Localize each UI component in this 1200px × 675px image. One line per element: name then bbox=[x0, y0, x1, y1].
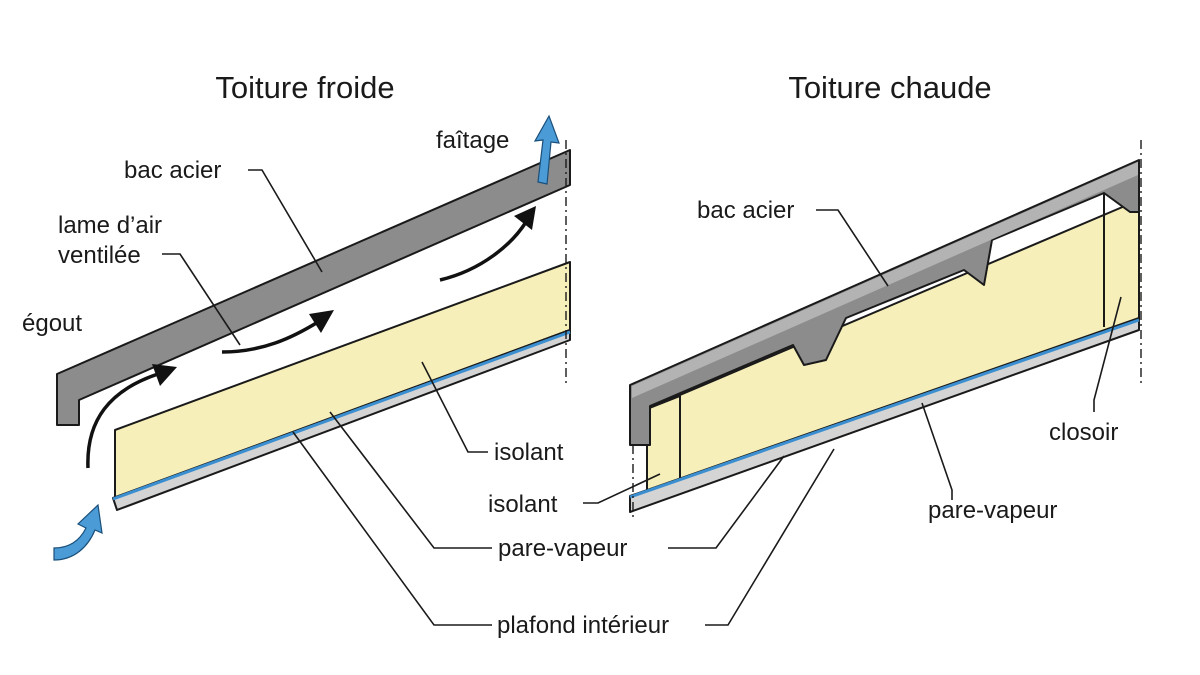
label-warm-bac-acier: bac acier bbox=[697, 197, 794, 224]
cold-airflow-arrow-1 bbox=[86, 372, 159, 469]
label-shared-pare-vapeur: pare-vapeur bbox=[498, 535, 627, 562]
leader-warm-pare-vapeur-shared bbox=[668, 455, 785, 549]
leader-warm-isolant bbox=[583, 473, 661, 504]
label-faitage: faîtage bbox=[436, 127, 509, 154]
air-inlet-arrow bbox=[53, 503, 103, 561]
leader-cold-bac-acier bbox=[248, 169, 323, 273]
leader-warm-plafond-shared bbox=[705, 448, 835, 626]
cold-roof-drawing bbox=[53, 114, 571, 561]
warm-steel-deck bbox=[629, 159, 1140, 446]
label-egout: égout bbox=[22, 310, 82, 337]
cold-vapour-barrier bbox=[112, 330, 571, 501]
air-outlet-arrow bbox=[533, 114, 560, 185]
leader-warm-bac-acier bbox=[816, 209, 889, 287]
cold-roof-title: Toiture froide bbox=[215, 70, 394, 105]
cold-airflow-arrowhead-2 bbox=[309, 310, 334, 333]
label-lame-air-line2: ventilée bbox=[58, 242, 141, 269]
cold-airflow-arrowhead-1 bbox=[152, 364, 177, 386]
warm-roof-title: Toiture chaude bbox=[788, 70, 991, 105]
leader-cold-pare-vapeur bbox=[329, 411, 492, 549]
label-cold-bac-acier: bac acier bbox=[124, 157, 221, 184]
label-warm-pare-vapeur: pare-vapeur bbox=[928, 497, 1057, 524]
cold-airflow-arrow-3 bbox=[439, 221, 528, 282]
leader-cold-plafond bbox=[292, 431, 492, 626]
cold-steel-deck bbox=[56, 149, 571, 426]
cold-airflow-arrow-2 bbox=[221, 320, 319, 354]
leader-lines bbox=[162, 169, 1122, 626]
leader-cold-isolant bbox=[421, 361, 488, 453]
label-shared-plafond-interieur: plafond intérieur bbox=[497, 612, 669, 639]
warm-ceiling bbox=[629, 317, 1140, 513]
label-lame-air-line1: lame d’air bbox=[58, 212, 162, 239]
labels: Toiture froide Toiture chaude faîtage ba… bbox=[22, 70, 1118, 639]
leader-cold-lame-air bbox=[162, 253, 241, 346]
warm-vapour-barrier bbox=[629, 318, 1140, 499]
leader-warm-pare-vapeur bbox=[921, 402, 953, 500]
label-cold-isolant: isolant bbox=[494, 439, 564, 466]
cold-airflow-arrowhead-3 bbox=[514, 206, 536, 230]
leader-warm-closoir bbox=[1093, 296, 1122, 412]
label-warm-isolant: isolant bbox=[488, 491, 558, 518]
label-closoir: closoir bbox=[1049, 419, 1118, 446]
